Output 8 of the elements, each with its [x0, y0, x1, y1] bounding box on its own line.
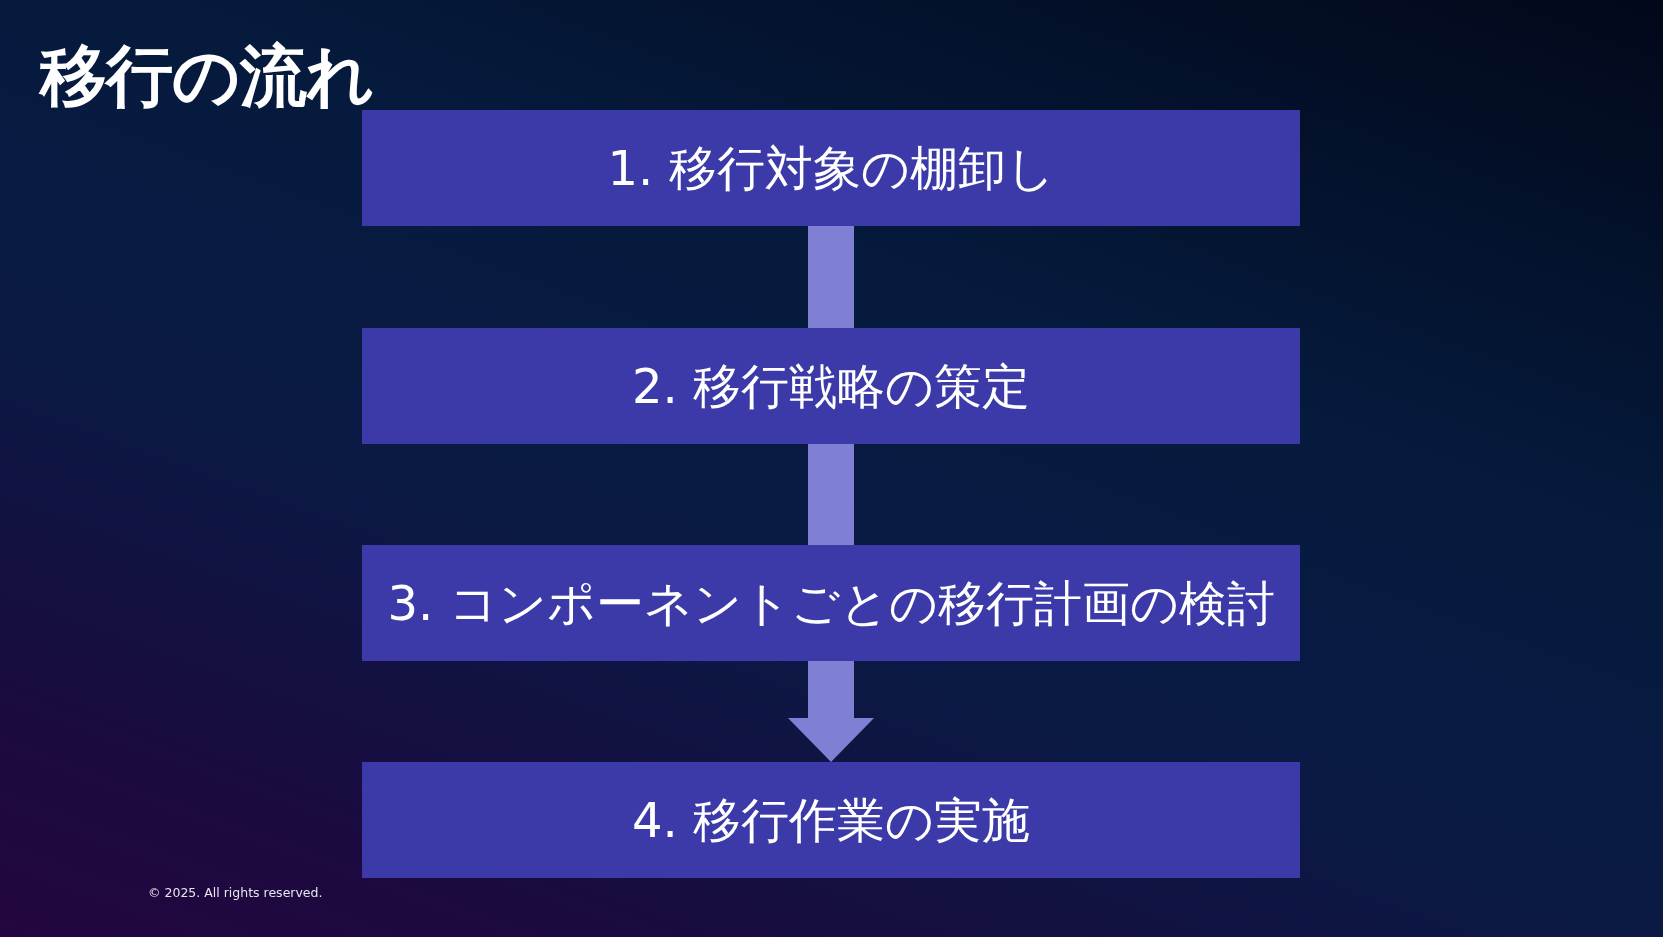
process-box: 1. 移行対象の棚卸し: [362, 110, 1300, 226]
arrow: [788, 661, 874, 762]
process-box: 3. コンポーネントごとの移行計画の検討: [362, 545, 1300, 661]
copyright-notice: © 2025. All rights reserved.: [148, 885, 323, 901]
process-box: 4. 移行作業の実施: [362, 762, 1300, 878]
process-box: 2. 移行戦略の策定: [362, 328, 1300, 444]
connector-bar: [808, 444, 854, 545]
connector-bar: [808, 226, 854, 328]
